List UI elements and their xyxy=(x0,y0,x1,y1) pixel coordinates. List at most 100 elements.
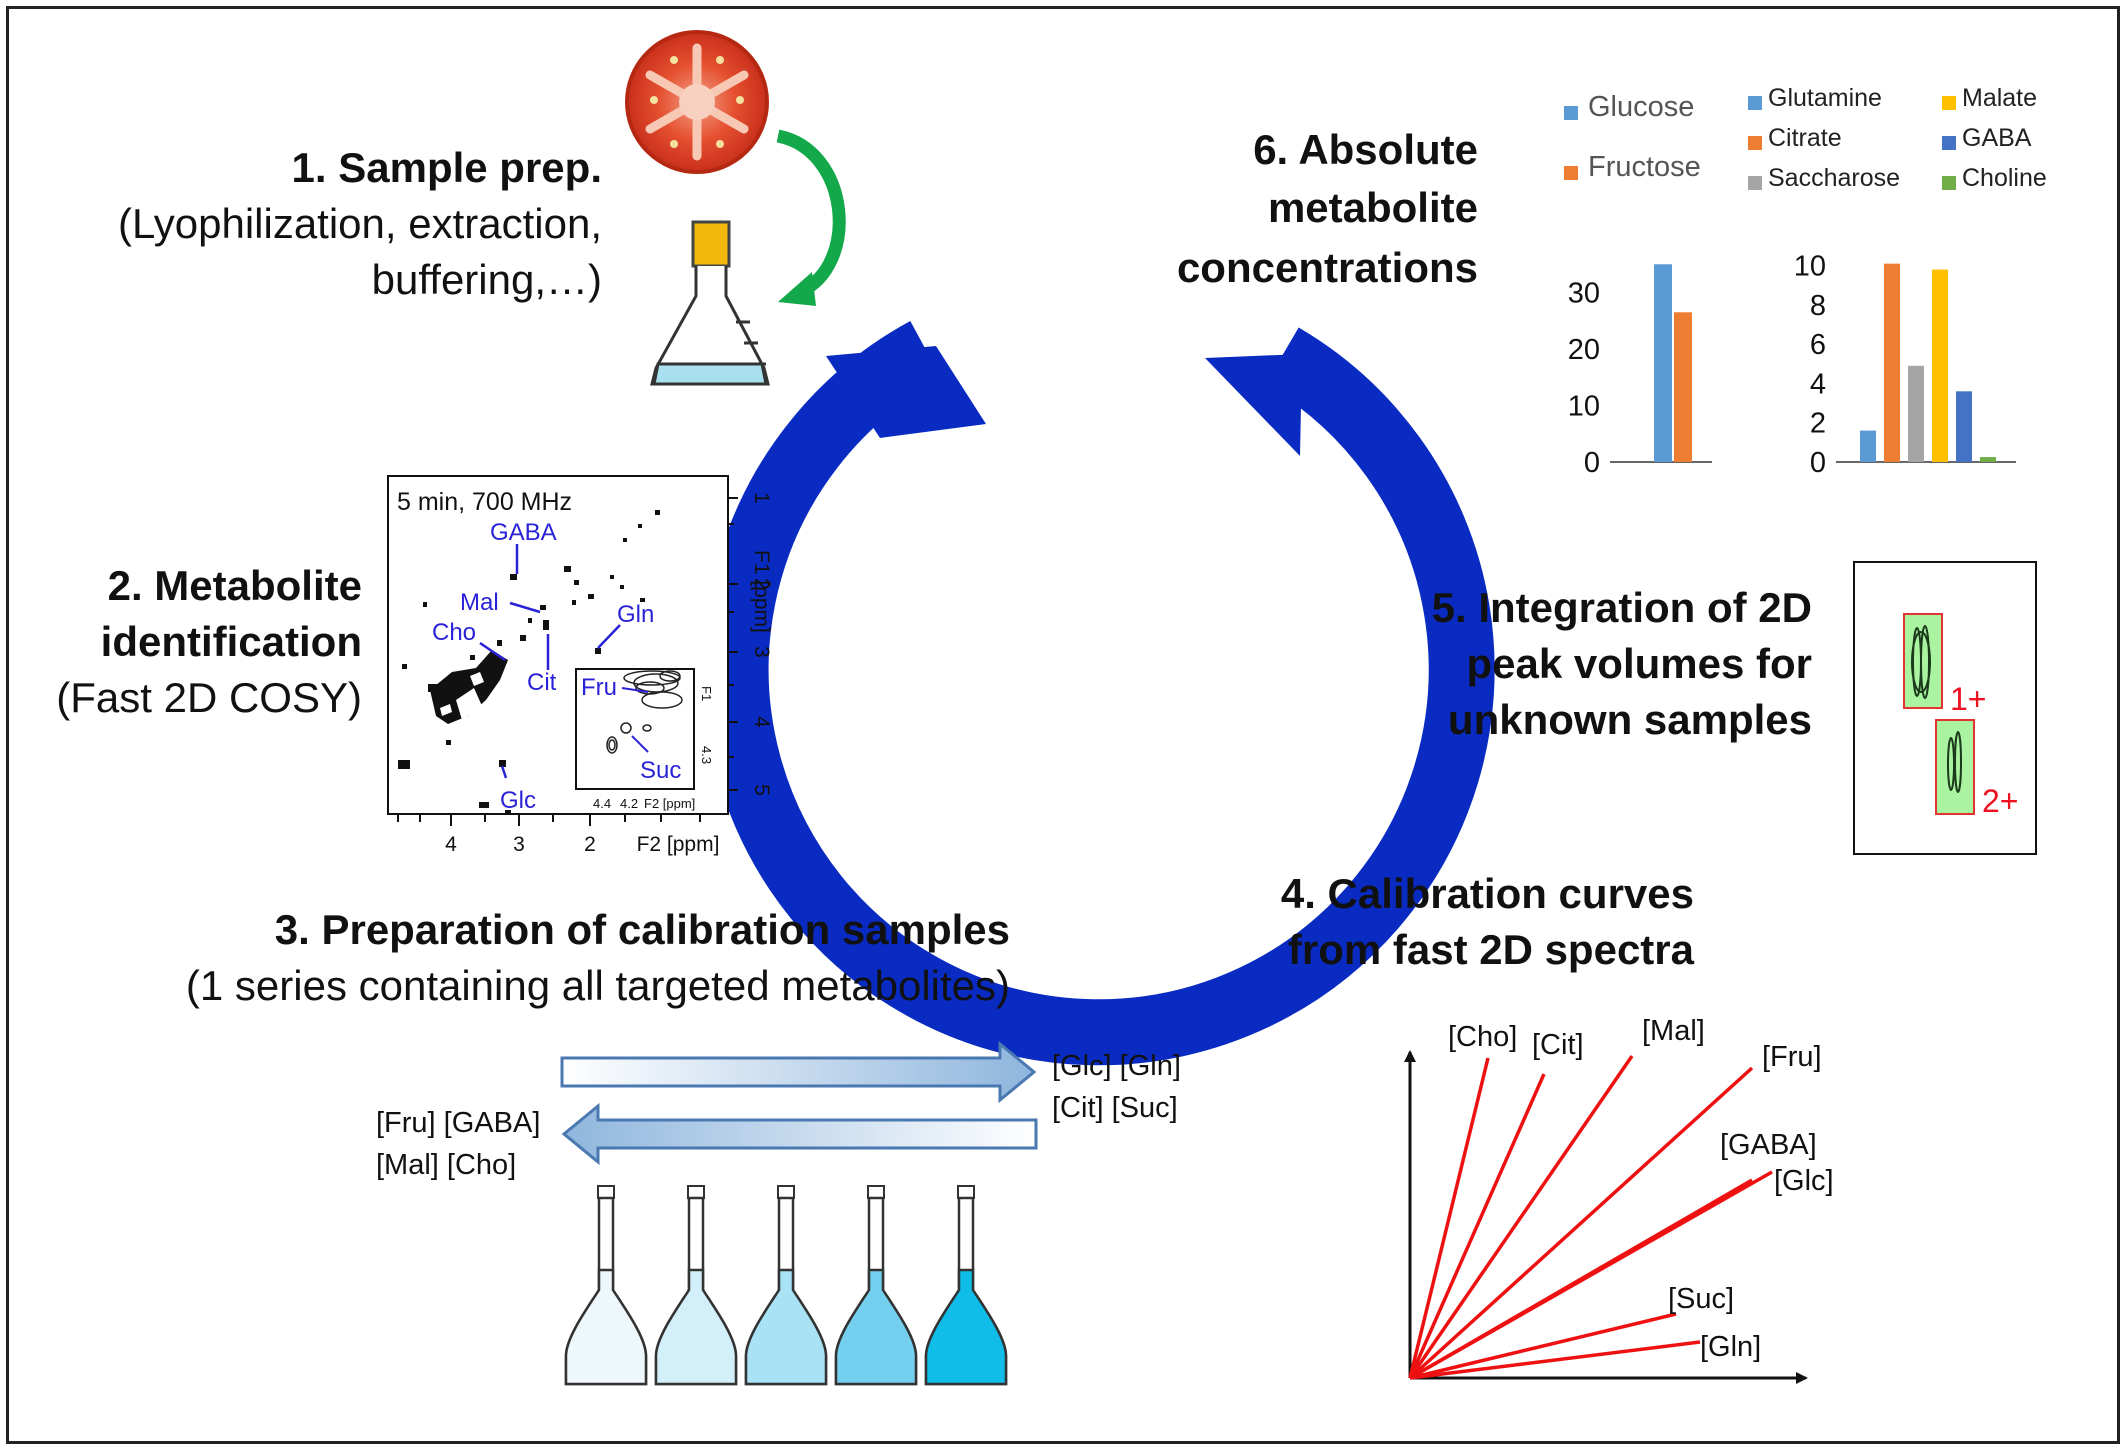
left-arrow-label-2: [Mal] [Cho] xyxy=(376,1149,516,1181)
f1-tick-3: 3 xyxy=(750,646,773,658)
green-curved-arrow-icon xyxy=(776,129,846,306)
volumetric-flask-5 xyxy=(924,1185,1008,1386)
label-cho: Cho xyxy=(432,619,476,646)
volumetric-flask-3 xyxy=(744,1185,828,1386)
step-2-title-line2: identification xyxy=(101,618,362,665)
step-6-concentrations: 6. Absolute metabolite concentrations 01… xyxy=(1177,84,2047,479)
calibration-label-0: [Cho] xyxy=(1448,1021,1517,1053)
inset-label-suc: Suc xyxy=(640,757,681,784)
flask-liquid-5 xyxy=(924,1268,1008,1386)
f1-tick-5: 5 xyxy=(750,784,773,796)
step-1-line2: buffering,…) xyxy=(372,256,602,303)
step-1-title: 1. Sample prep. xyxy=(292,144,602,191)
right-arrow-label-2: [Cit] [Suc] xyxy=(1052,1092,1178,1124)
step-3-title: 3. Preparation of calibration samples xyxy=(275,906,1010,953)
legend-swatch-fructose xyxy=(1564,166,1578,180)
calibration-label-6: [Suc] xyxy=(1668,1283,1734,1315)
flask-liquid-1 xyxy=(564,1268,648,1386)
calibration-line-5 xyxy=(1409,1178,1753,1380)
tomato-icon xyxy=(625,30,769,174)
legend-label-fructose: Fructose xyxy=(1588,151,1701,183)
calibration-line-6 xyxy=(1409,1312,1677,1380)
left-arrow-label-1: [Fru] [GABA] xyxy=(376,1107,540,1139)
label-cit: Cit xyxy=(527,669,557,696)
legend-swatch-gaba xyxy=(1942,136,1956,150)
step-4-title-line1: 4. Calibration curves xyxy=(1281,870,1694,917)
bar-gaba xyxy=(1956,391,1972,462)
peak-label-2: 2+ xyxy=(1982,783,2018,819)
legend-swatch-glutamine xyxy=(1748,96,1762,110)
inset-tick-4-4: 4.4 xyxy=(593,796,611,811)
legend-label-gaba: GABA xyxy=(1962,124,2032,152)
bar-malate xyxy=(1932,269,1948,462)
right-arrow-label-1: [Glc] [Gln] xyxy=(1052,1050,1181,1082)
step-5-title-line2: peak volumes for xyxy=(1467,640,1812,687)
legend-swatch-saccharose xyxy=(1748,176,1762,190)
calibration-label-1: [Cit] xyxy=(1532,1029,1584,1061)
step-2-sub: (Fast 2D COSY) xyxy=(56,674,362,721)
inset-f1-label: F1 xyxy=(699,686,714,701)
volumetric-flask-4 xyxy=(834,1185,918,1386)
step-2-identification: 2. Metabolite identification (Fast 2D CO… xyxy=(56,562,362,721)
bar-choline xyxy=(1980,457,1996,462)
volumetric-flasks xyxy=(564,1185,1008,1386)
erlenmeyer-flask-icon xyxy=(650,220,770,386)
spectrum-inset: Fru Suc 4.4 4.2 F2 [ppm] F1 4.3 xyxy=(575,668,714,811)
f1-axis-label: F1 [ppm] xyxy=(750,550,773,633)
step-2-title-line1: 2. Metabolite xyxy=(108,562,362,609)
bar-chart-1-tick-2: 20 xyxy=(1568,334,1600,366)
volumetric-flask-1 xyxy=(564,1185,648,1386)
flask-liquid-2 xyxy=(654,1268,738,1386)
f2-tick-3: 3 xyxy=(513,833,525,856)
bar-chart-2-tick-1: 2 xyxy=(1810,408,1826,440)
step-4-title-line2: from fast 2D spectra xyxy=(1288,926,1695,973)
flask-liquid-4 xyxy=(834,1268,918,1386)
legend-label-saccharose: Saccharose xyxy=(1768,164,1900,192)
calibration-label-7: [Gln] xyxy=(1700,1331,1761,1363)
calibration-label-4: [GABA] xyxy=(1720,1129,1817,1161)
bar-glutamine xyxy=(1860,430,1876,462)
step-5-title-line1: 5. Integration of 2D xyxy=(1432,584,1812,631)
legend-label-choline: Choline xyxy=(1962,164,2047,192)
bar-chart-2-tick-0: 0 xyxy=(1810,447,1826,479)
step-1-line1: (Lyophilization, extraction, xyxy=(118,200,602,247)
volumetric-flask-2 xyxy=(654,1185,738,1386)
calibration-lines: [Cho][Cit][Mal][Fru][GABA][Glc][Suc][Gln… xyxy=(1408,1015,1834,1380)
spectrum-diagonal-cluster xyxy=(430,650,508,724)
cycle-arrow-icon xyxy=(702,321,1495,1066)
calibration-label-5: [Glc] xyxy=(1774,1165,1834,1197)
increasing-arrow xyxy=(560,1040,1037,1104)
label-gln: Gln xyxy=(617,601,654,628)
f1-tick-4: 4 xyxy=(750,716,773,728)
label-glc: Glc xyxy=(500,787,536,814)
label-mal: Mal xyxy=(460,589,499,616)
bar-saccharose xyxy=(1908,365,1924,462)
inset-tick-4-2: 4.2 xyxy=(620,796,638,811)
step-5-title-line3: unknown samples xyxy=(1448,696,1812,743)
step-5-integration: 5. Integration of 2D peak volumes for un… xyxy=(1432,561,2037,855)
legend-swatch-malate xyxy=(1942,96,1956,110)
step-3-calibration-samples: 3. Preparation of calibration samples (1… xyxy=(186,906,1181,1386)
cosy-spectrum: 5 min, 700 MHz 4 3 2 F2 [ppm] 1 2 3 4 5 … xyxy=(387,475,773,856)
calibration-line-0 xyxy=(1408,1057,1490,1379)
legend-swatch-citrate xyxy=(1748,136,1762,150)
bar-chart-2-tick-2: 4 xyxy=(1810,368,1826,400)
legend-label-glucose: Glucose xyxy=(1588,91,1694,123)
flask-liquid-3 xyxy=(744,1268,828,1386)
bar-chart-1-tick-1: 10 xyxy=(1568,391,1600,423)
bar-chart-1-tick-3: 30 xyxy=(1568,278,1600,310)
bar-citrate xyxy=(1884,263,1900,462)
bar-chart-1-tick-0: 0 xyxy=(1584,447,1600,479)
bar-chart-2-tick-3: 6 xyxy=(1810,329,1826,361)
step-4-calibration-curves: 4. Calibration curves from fast 2D spect… xyxy=(1281,870,1834,1384)
calibration-line-2 xyxy=(1408,1055,1634,1379)
step-6-title-line3: concentrations xyxy=(1177,244,1478,291)
f2-tick-2: 2 xyxy=(584,833,596,856)
f1-tick-2: 2 xyxy=(750,578,773,590)
bar-chart-2: 0246810GlutamineCitrateSaccharoseMalateG… xyxy=(1748,84,2047,479)
bar-glucose xyxy=(1654,264,1672,462)
calibration-line-1 xyxy=(1408,1073,1546,1379)
decreasing-arrow xyxy=(561,1102,1038,1166)
legend-swatch-glucose xyxy=(1564,106,1578,120)
